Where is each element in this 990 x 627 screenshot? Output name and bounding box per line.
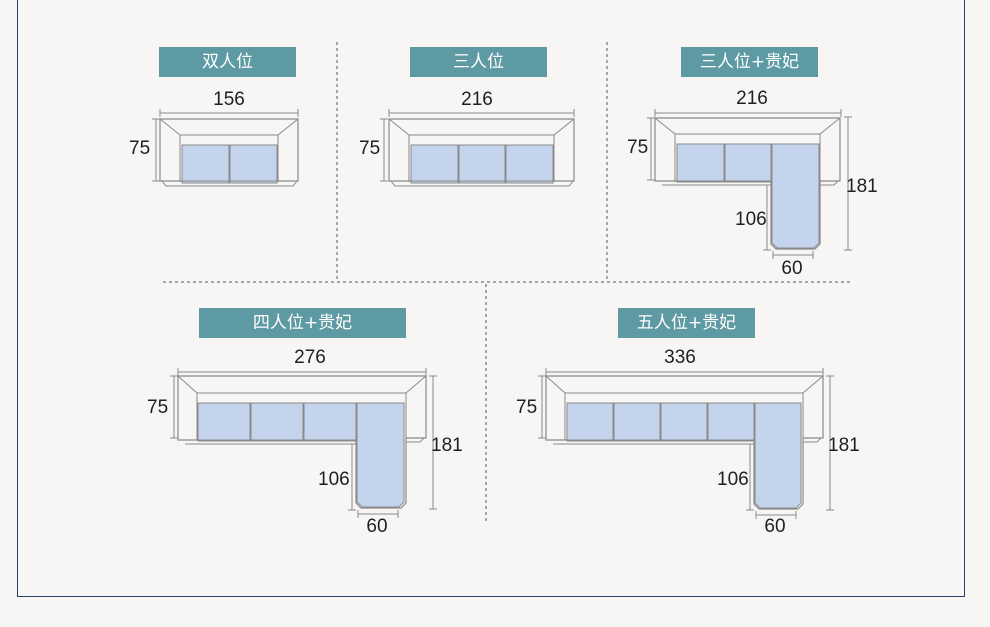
width-label: 216 — [461, 89, 493, 110]
depth-label: 75 — [516, 397, 537, 418]
seat-cushion — [303, 402, 357, 442]
seat-cushion — [410, 144, 459, 184]
seat-cushion — [613, 402, 661, 442]
seat-cushion — [724, 143, 772, 183]
badge-two-seat: 双人位 — [159, 47, 296, 77]
badge-three-seat-chaise: 三人位+贵妃 — [681, 47, 818, 77]
sofa-three-seat-chaise: 216 75 106 181 60 — [627, 88, 878, 279]
chaise-cushion — [754, 402, 802, 509]
sofa-two-seat: 156 75 — [129, 89, 299, 187]
chaise-length-label: 106 — [735, 209, 767, 230]
total-depth-label: 181 — [828, 435, 860, 456]
total-depth-label: 181 — [431, 435, 463, 456]
badge-three-seat: 三人位 — [410, 47, 547, 77]
seat-cushion — [505, 144, 554, 184]
seat-cushion — [660, 402, 708, 442]
width-label: 156 — [213, 89, 245, 110]
depth-label: 75 — [147, 397, 168, 418]
width-label: 276 — [294, 347, 326, 368]
chaise-width-label: 60 — [781, 258, 802, 279]
seat-cushion — [566, 402, 614, 442]
seat-cushion — [458, 144, 506, 184]
total-depth-label: 181 — [846, 176, 878, 197]
chaise-cushion — [356, 402, 405, 508]
seat-cushion — [197, 402, 251, 442]
depth-label: 75 — [627, 137, 648, 158]
seat-cushion — [181, 144, 230, 184]
chaise-length-label: 106 — [717, 469, 749, 490]
width-label: 216 — [736, 88, 768, 109]
sofa-four-seat-chaise: 276 75 106 181 60 — [147, 347, 463, 537]
seat-cushion — [676, 143, 725, 183]
seat-cushion — [250, 402, 304, 442]
chaise-length-label: 106 — [318, 469, 350, 490]
badge-four-seat-chaise: 四人位+贵妃 — [199, 308, 406, 338]
chaise-width-label: 60 — [366, 516, 387, 537]
sofa-five-seat-chaise: 336 75 106 181 60 — [516, 347, 860, 537]
depth-label: 75 — [359, 138, 380, 159]
content-frame — [17, 0, 965, 597]
chaise-cushion — [771, 143, 820, 249]
seat-cushion — [707, 402, 755, 442]
chaise-width-label: 60 — [764, 516, 785, 537]
sofa-three-seat: 216 75 — [359, 89, 575, 187]
badge-five-seat-chaise: 五人位+贵妃 — [618, 308, 755, 338]
width-label: 336 — [664, 347, 696, 368]
depth-label: 75 — [129, 138, 150, 159]
seat-cushion — [229, 144, 278, 184]
